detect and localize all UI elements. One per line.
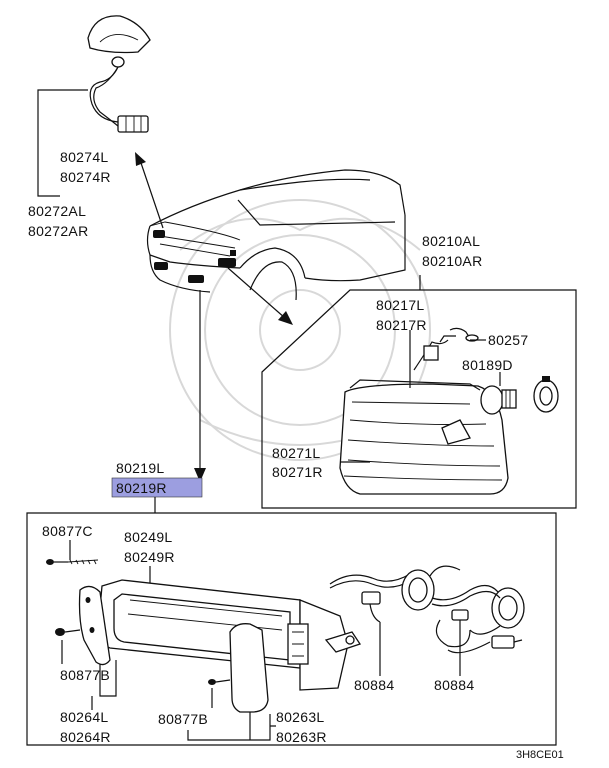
label-80219R[interactable]: 80219R	[116, 480, 167, 496]
label-80877C[interactable]: 80877C	[42, 523, 93, 539]
foglamp-box	[26, 512, 557, 746]
label-80271R[interactable]: 80271R	[272, 464, 323, 480]
arrow-to-marker	[135, 152, 164, 229]
label-80217R[interactable]: 80217R	[376, 317, 427, 333]
label-80272AL[interactable]: 80272AL	[28, 203, 86, 219]
headlamp-assembly[interactable]	[339, 379, 509, 495]
label-80884-a[interactable]: 80884	[354, 677, 394, 693]
label-80264L[interactable]: 80264L	[60, 709, 109, 725]
socket-wire-80217[interactable]	[413, 335, 456, 371]
label-80271L[interactable]: 80271L	[272, 445, 321, 461]
headlamp-box	[261, 289, 577, 509]
screw-80877B-right[interactable]	[208, 679, 231, 685]
label-80877B-left[interactable]: 80877B	[60, 667, 110, 683]
label-80219L[interactable]: 80219L	[116, 460, 165, 476]
label-80877B-right[interactable]: 80877B	[158, 711, 208, 727]
bezel-80264[interactable]	[78, 585, 111, 666]
bulb-80189D[interactable]	[480, 385, 517, 415]
screw-80877C[interactable]	[46, 559, 99, 565]
label-80274R[interactable]: 80274R	[60, 169, 111, 185]
clip-80257[interactable]	[449, 327, 479, 342]
label-80264R[interactable]: 80264R	[60, 729, 111, 745]
bracket-80263	[187, 688, 276, 741]
screw-80877B-left[interactable]	[55, 628, 81, 636]
label-80189D[interactable]: 80189D	[462, 357, 513, 373]
label-80249L[interactable]: 80249L	[124, 529, 173, 545]
arrow-to-headlamp	[227, 267, 293, 325]
label-80217L[interactable]: 80217L	[376, 297, 425, 313]
diagram-code: 3H8CE01	[516, 749, 564, 761]
side-marker-bracket	[37, 89, 88, 197]
bracket-80264	[61, 640, 117, 710]
label-80274L[interactable]: 80274L	[60, 149, 109, 165]
label-80249R[interactable]: 80249R	[124, 549, 175, 565]
foglamp-bezel-80263[interactable]	[229, 623, 269, 713]
car-front-outline	[146, 169, 406, 301]
label-80884-b[interactable]: 80884	[434, 677, 474, 693]
label-80263L[interactable]: 80263L	[276, 709, 325, 725]
label-80210AR[interactable]: 80210AR	[422, 253, 482, 269]
side-marker-lamp[interactable]	[87, 15, 151, 133]
label-80263R[interactable]: 80263R	[276, 729, 327, 745]
label-80272AR[interactable]: 80272AR	[28, 223, 88, 239]
foglamp-assembly[interactable]	[97, 579, 362, 691]
foglamp-wiring[interactable]	[329, 565, 525, 654]
bulb-socket[interactable]	[533, 376, 559, 413]
label-80210AL[interactable]: 80210AL	[422, 233, 480, 249]
label-80257[interactable]: 80257	[488, 332, 528, 348]
watermark-emblem	[169, 199, 431, 461]
arrow-to-foglamp	[194, 290, 206, 482]
highlight-80219R	[111, 477, 203, 498]
